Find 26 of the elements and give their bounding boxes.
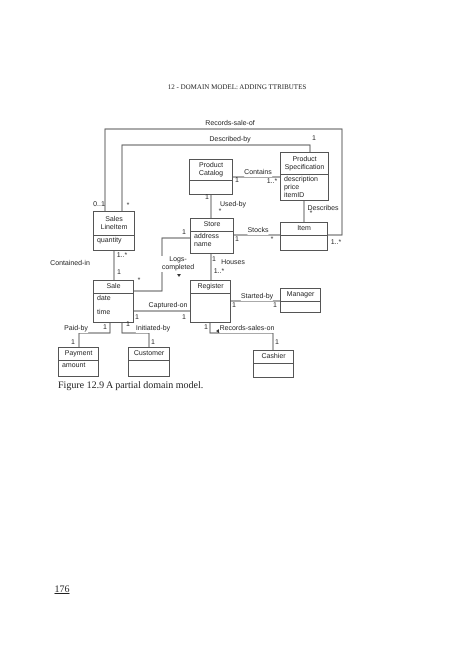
association-line [122, 322, 150, 348]
association-line [104, 128, 342, 236]
class-box [280, 152, 329, 201]
class-box [280, 222, 328, 251]
association-line [230, 300, 280, 302]
class-box [190, 218, 234, 254]
class-box [189, 159, 233, 195]
class-box [280, 288, 321, 313]
association-line [134, 310, 190, 312]
class-box [58, 347, 99, 377]
direction-arrow [216, 329, 219, 333]
figure-caption: Figure 12.9 A partial domain model. [58, 380, 204, 391]
class-box [190, 280, 231, 323]
association-line [210, 194, 212, 218]
class-box [253, 350, 294, 378]
class-box [93, 280, 134, 323]
class-box [93, 211, 135, 251]
class-box [128, 347, 170, 377]
association-line [122, 144, 310, 212]
association-line [78, 322, 110, 348]
direction-arrow [177, 274, 181, 277]
association-line [210, 254, 212, 280]
association-line [234, 234, 280, 236]
association-line [210, 322, 274, 350]
page-number: 176 [54, 586, 70, 594]
association-line [232, 176, 280, 178]
